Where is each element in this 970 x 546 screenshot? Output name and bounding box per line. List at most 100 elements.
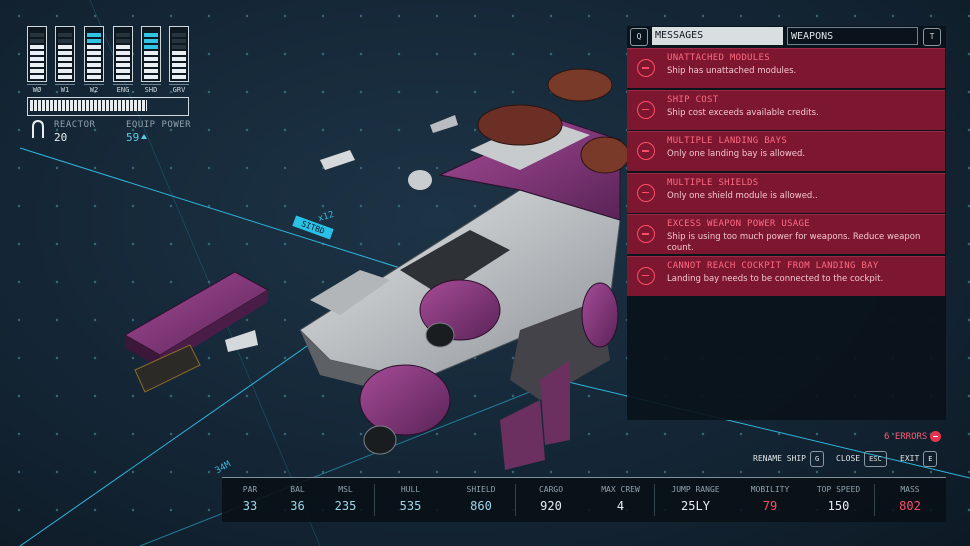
error-count[interactable]: 6 ERRORS (884, 431, 942, 442)
stat-divider (515, 484, 516, 516)
rename-key: G (809, 451, 825, 467)
panel-tabs: Q MESSAGES WEAPONS T (627, 26, 946, 46)
power-column[interactable]: SHD (141, 26, 161, 94)
power-segment (172, 45, 186, 49)
power-segment (30, 51, 44, 55)
power-segment (172, 75, 186, 79)
power-segment (58, 63, 72, 67)
power-column[interactable]: ENG (113, 26, 133, 94)
rename-ship-label: RENAME SHIP (753, 454, 806, 463)
error-minus-icon (637, 266, 655, 285)
power-segment (144, 75, 158, 79)
power-column[interactable]: W2 (84, 26, 104, 94)
tab-weapons[interactable]: WEAPONS (787, 27, 918, 45)
power-segment (58, 69, 72, 73)
power-segment (116, 39, 130, 43)
power-segment (58, 33, 72, 37)
stat-divider (874, 484, 875, 516)
stat-mobility: MOBILITY 79 (737, 478, 803, 522)
power-column[interactable]: W1 (55, 26, 75, 94)
error-count-label: 6 ERRORS (884, 432, 928, 442)
power-column-label: GRV (169, 84, 189, 94)
error-description: Ship cost exceeds available credits. (667, 107, 819, 118)
error-description: Landing bay needs to be connected to the… (667, 273, 884, 284)
power-segment (87, 45, 101, 49)
power-segment (58, 57, 72, 61)
error-minus-icon (637, 100, 655, 119)
prev-tab-key[interactable]: Q (630, 28, 648, 46)
power-column-label: ENG (113, 84, 133, 94)
equip-power-value: 59 (126, 131, 140, 144)
power-segment (116, 75, 130, 79)
error-title: UNATTACHED MODULES (667, 53, 770, 63)
power-meter (84, 26, 104, 82)
power-segment (116, 63, 130, 67)
power-column-label: WØ (27, 84, 47, 94)
power-segment (58, 39, 72, 43)
power-segment (144, 39, 158, 43)
power-segment (144, 33, 158, 37)
power-column[interactable]: GRV (169, 26, 189, 94)
error-minus-icon (637, 142, 655, 160)
power-meter (55, 26, 75, 82)
stat-label: BAL (290, 485, 305, 494)
power-segment (172, 63, 186, 67)
power-column[interactable]: WØ (27, 26, 47, 94)
power-segment (144, 57, 158, 61)
error-description: Ship has unattached modules. (667, 66, 797, 76)
stat-label: MOBILITY (750, 485, 790, 494)
power-segment (144, 51, 158, 55)
power-column-label: W1 (55, 84, 75, 94)
stat-value: 25LY (681, 499, 710, 513)
detached-landing-bay-module (123, 271, 270, 393)
exit-label: EXIT (900, 454, 920, 463)
stat-label: PAR (242, 485, 258, 494)
power-segment (144, 69, 158, 73)
power-segment (144, 45, 158, 49)
power-segment (172, 57, 186, 61)
error-message[interactable]: UNATTACHED MODULES Ship has unattached mo… (627, 48, 945, 88)
error-minus-icon (637, 225, 655, 243)
error-title: SHIP COST (667, 94, 719, 105)
power-segment (87, 39, 101, 43)
next-tab-key[interactable]: T (923, 28, 941, 46)
reactor-label: REACTOR (54, 120, 96, 130)
reactor-capacity-bar (27, 97, 189, 116)
power-segment (30, 75, 44, 79)
power-segment (87, 33, 101, 37)
error-description: Only one shield module is allowed.. (667, 190, 818, 201)
stat-label: JUMP RANGE (671, 485, 720, 494)
stat-jump-range: JUMP RANGE 25LY (654, 478, 737, 522)
power-segment (87, 69, 101, 73)
power-segment (144, 63, 158, 67)
stat-label: CARGO (538, 485, 564, 494)
power-segment (172, 51, 186, 55)
power-segment (87, 57, 101, 61)
power-segment (30, 69, 44, 73)
power-up-arrow-icon (141, 134, 147, 139)
error-message[interactable]: SHIP COST Ship cost exceeds available cre… (627, 89, 945, 130)
ship-model (225, 68, 630, 470)
stat-divider (654, 484, 655, 516)
power-segment (30, 39, 44, 43)
power-segment (116, 45, 130, 49)
power-column-label: W2 (84, 84, 104, 94)
power-segment (116, 33, 130, 37)
tab-messages[interactable]: MESSAGES (652, 27, 783, 45)
stat-value: 79 (762, 499, 778, 513)
power-segment (58, 45, 72, 49)
error-title: MULTIPLE SHIELDS (667, 177, 759, 188)
error-message[interactable]: MULTIPLE SHIELDS Only one shield module i… (627, 172, 945, 213)
